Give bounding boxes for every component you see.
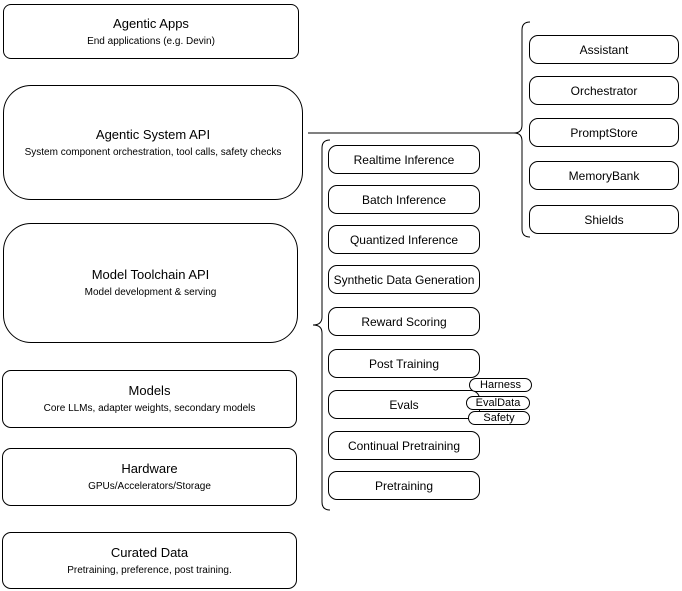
- service-box-batch-inference: Batch Inference: [328, 185, 480, 214]
- component-box-assistant: Assistant: [529, 35, 679, 64]
- service-box-pretraining: Pretraining: [328, 471, 480, 500]
- layer-box-agentic-apps: Agentic Apps End applications (e.g. Devi…: [3, 4, 299, 59]
- service-label: Batch Inference: [361, 192, 447, 207]
- layer-box-hardware: Hardware GPUs/Accelerators/Storage: [2, 448, 297, 506]
- eval-tag-safety: Safety: [468, 411, 530, 425]
- layer-title: Models: [128, 383, 171, 398]
- layer-box-model-toolchain-api: Model Toolchain API Model development & …: [3, 223, 298, 343]
- component-label: PromptStore: [570, 125, 638, 140]
- component-label: Shields: [584, 212, 624, 227]
- service-box-realtime-inference: Realtime Inference: [328, 145, 480, 174]
- layer-title: Agentic Apps: [113, 15, 189, 31]
- layer-subtitle: End applications (e.g. Devin): [87, 35, 215, 47]
- system-components-brace: [513, 21, 531, 238]
- service-box-evals: Evals: [328, 390, 480, 419]
- service-label: Reward Scoring: [361, 314, 447, 329]
- layer-subtitle: Model development & serving: [84, 287, 217, 298]
- component-box-shields: Shields: [529, 205, 679, 234]
- service-label: Continual Pretraining: [347, 438, 461, 453]
- layer-subtitle: GPUs/Accelerators/Storage: [88, 481, 211, 492]
- component-label: MemoryBank: [568, 168, 640, 183]
- layer-box-curated-data: Curated Data Pretraining, preference, po…: [2, 532, 297, 589]
- service-box-continual-pretraining: Continual Pretraining: [328, 431, 480, 460]
- service-label: Quantized Inference: [349, 232, 459, 247]
- layer-title: Curated Data: [110, 544, 189, 560]
- service-box-quantized-inference: Quantized Inference: [328, 225, 480, 254]
- service-label: Pretraining: [374, 478, 434, 493]
- layer-box-models: Models Core LLMs, adapter weights, secon…: [2, 370, 297, 428]
- component-box-memorybank: MemoryBank: [529, 161, 679, 190]
- service-box-reward-scoring: Reward Scoring: [328, 307, 480, 336]
- eval-tag-evaldata: EvalData: [466, 396, 530, 410]
- component-box-orchestrator: Orchestrator: [529, 76, 679, 105]
- component-label: Assistant: [579, 42, 629, 57]
- service-box-post-training: Post Training: [328, 349, 480, 378]
- layer-subtitle: System component orchestration, tool cal…: [24, 146, 282, 158]
- service-label: Evals: [389, 397, 419, 412]
- component-label: Orchestrator: [570, 83, 638, 98]
- layer-title: Model Toolchain API: [91, 267, 210, 282]
- eval-tag-label: EvalData: [475, 397, 521, 409]
- eval-tag-label: Harness: [480, 379, 521, 391]
- layer-subtitle: Core LLMs, adapter weights, secondary mo…: [43, 403, 256, 414]
- layer-box-agentic-system-api: Agentic System API System component orch…: [3, 85, 303, 200]
- component-box-promptstore: PromptStore: [529, 118, 679, 147]
- service-label: Realtime Inference: [353, 152, 455, 167]
- service-box-synthetic-data-generation: Synthetic Data Generation: [328, 265, 480, 294]
- eval-tag-label: Safety: [483, 412, 515, 424]
- layer-title: Hardware: [121, 461, 178, 476]
- service-label: Post Training: [368, 356, 440, 371]
- eval-tag-harness: Harness: [469, 378, 532, 392]
- layer-subtitle: Pretraining, preference, post training.: [67, 564, 232, 576]
- service-label: Synthetic Data Generation: [333, 272, 475, 287]
- layer-title: Agentic System API: [95, 126, 211, 142]
